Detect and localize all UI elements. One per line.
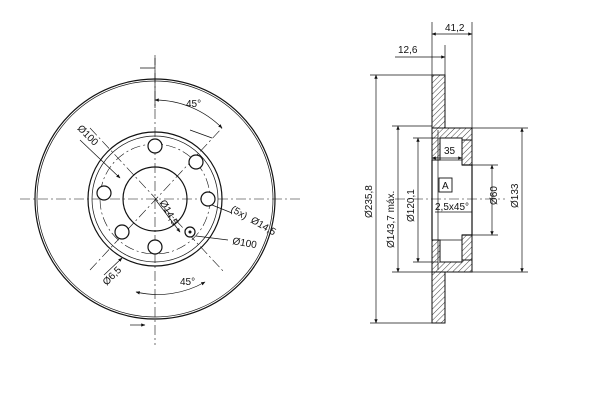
hub-bore-outline [462, 164, 473, 236]
datum-label: A [442, 181, 449, 192]
small-hole-leader [103, 257, 123, 276]
hat-diameter-label: Ø120,1 [406, 189, 417, 222]
leader-line [189, 129, 213, 139]
hat-section-upper [431, 127, 473, 161]
outer-diameter-label: Ø235,8 [364, 185, 375, 218]
bolt-count-label: (5x) [229, 204, 249, 222]
small-hole-label: Ø6,5 [101, 265, 124, 288]
angle-bottom-label: 45° [180, 277, 195, 288]
max-wear-label: Ø143,7 máx. [386, 191, 397, 248]
hub-flange-upper [461, 139, 473, 166]
pcd-label: Ø100 [75, 123, 100, 148]
bore-label: Ø14,5 [157, 198, 180, 227]
thickness-label: 12,6 [398, 45, 418, 56]
overall-width-label: 41,2 [445, 23, 465, 34]
small-hole-center [188, 230, 192, 234]
angle-top-label: 45° [186, 99, 201, 110]
pcd-leader [79, 139, 121, 179]
bolt-hole [114, 224, 130, 240]
chamfer-label: 2,5x45° [435, 202, 469, 213]
diagonal-centerline-2 [89, 127, 223, 271]
side-view: 41,2 12,6 Ø235,8 Ø143,7 máx. Ø120,1 35 A… [364, 22, 528, 324]
bolt-circle-leader [195, 235, 229, 241]
hub-depth-label: 35 [444, 146, 456, 157]
bolt-hole [147, 239, 163, 255]
hat-outer-edge [87, 131, 223, 267]
section-arrow-top [140, 58, 156, 69]
front-view: 45° Ø100 Ø14,5 (5x) Ø14,5 Ø100 Ø6,5 45° [20, 55, 300, 345]
bolt-circle-label: Ø100 [231, 236, 257, 251]
angle-arc-bottom [135, 281, 206, 295]
bolt-hole [188, 154, 204, 170]
bore-diameter-label: Ø60 [489, 186, 500, 205]
hat-outer-label: Ø133 [510, 183, 521, 208]
bolt-hole [96, 185, 112, 201]
hat-inner-edge [91, 135, 219, 263]
hub-flange-lower [461, 234, 473, 261]
datum-box [438, 177, 453, 193]
bolt-hole [200, 191, 216, 207]
bore-leader [154, 198, 181, 233]
center-bore [122, 166, 188, 232]
bolt-hole-leader [211, 204, 233, 214]
bolt-hole [147, 138, 163, 154]
angle-arc-top [154, 98, 223, 129]
disc-section-lower [431, 271, 446, 324]
disc-section-upper [431, 74, 446, 129]
diagonal-centerline [89, 127, 225, 273]
